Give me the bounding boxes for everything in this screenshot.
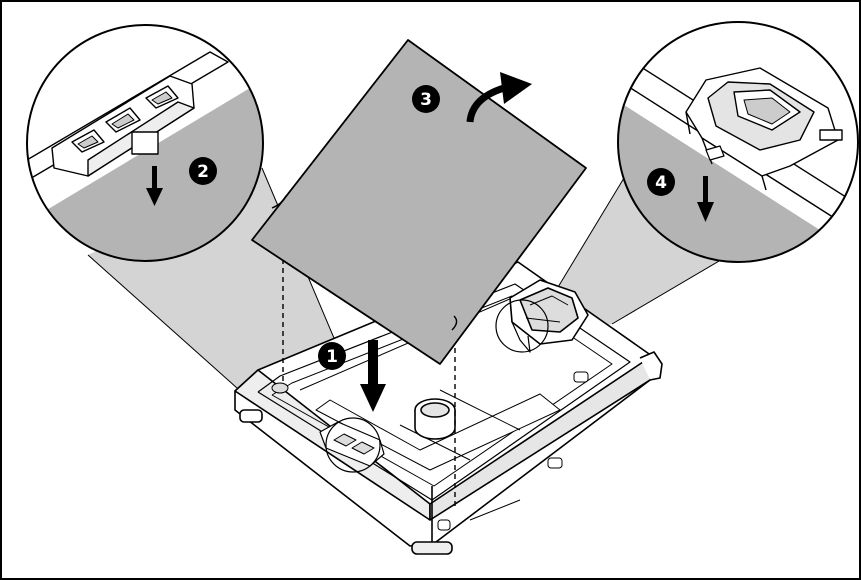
tray: [234, 261, 663, 555]
panel-board: [251, 39, 587, 365]
step-number-3: 3: [420, 90, 432, 110]
arrow-down-icon: [360, 340, 386, 412]
step-badge-2: 2: [189, 157, 217, 185]
step-badge-1: 1: [318, 342, 346, 370]
panel-notch-right: [451, 315, 458, 331]
arrow-down-icon: [697, 176, 714, 222]
step-number-1: 1: [326, 347, 338, 367]
panel-notch-left: [271, 195, 287, 209]
step-number-2: 2: [197, 162, 209, 182]
left-detail-callout: [26, 24, 264, 262]
arrow-down-icon: [146, 166, 163, 206]
step-badge-4: 4: [647, 168, 675, 196]
left-detail-ring: [325, 417, 381, 473]
right-detail-ring: [495, 299, 549, 353]
rotate-arrow-icon: [466, 72, 532, 123]
step-number-4: 4: [655, 173, 667, 193]
step-badge-3: 3: [412, 85, 440, 113]
right-detail-callout: [617, 21, 859, 263]
